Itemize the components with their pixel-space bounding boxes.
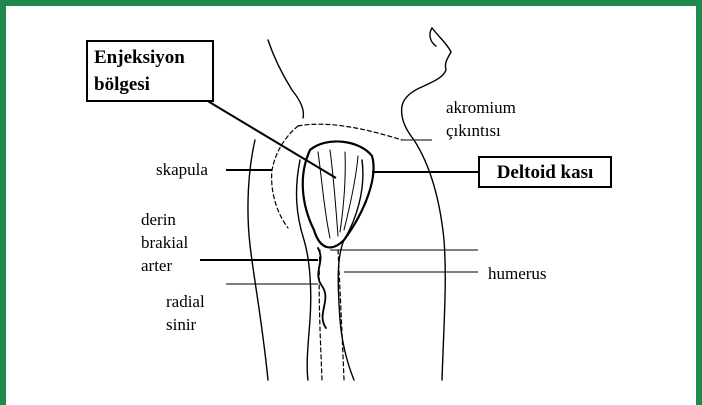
- radial-nerve-label: radial sinir: [166, 290, 205, 336]
- radial-line2: sinir: [166, 313, 205, 336]
- acromion-line2: çıkıntısı: [446, 119, 516, 142]
- injection-site-line1: Enjeksiyon: [94, 44, 206, 71]
- face-outline: [402, 28, 451, 106]
- deltoid-label: Deltoid kası: [478, 156, 612, 188]
- deep-brachial-line3: arter: [141, 254, 188, 277]
- deep-brachial-artery-label: derin brakial arter: [141, 208, 188, 277]
- deep-brachial-line2: brakial: [141, 231, 188, 254]
- injection-leader: [206, 100, 336, 178]
- humerus-label: humerus: [488, 262, 547, 285]
- injection-site-line2: bölgesi: [94, 71, 206, 98]
- acromion-outline: [298, 124, 402, 140]
- torso-front: [402, 106, 446, 380]
- acromion-label: akromium çıkıntısı: [446, 96, 516, 142]
- injection-site-label: Enjeksiyon bölgesi: [86, 40, 214, 102]
- acromion-line1: akromium: [446, 96, 516, 119]
- scapula-label: skapula: [156, 158, 208, 181]
- deep-brachial-line1: derin: [141, 208, 188, 231]
- neck-back: [268, 40, 303, 118]
- radial-line1: radial: [166, 290, 205, 313]
- arm-front: [338, 160, 363, 380]
